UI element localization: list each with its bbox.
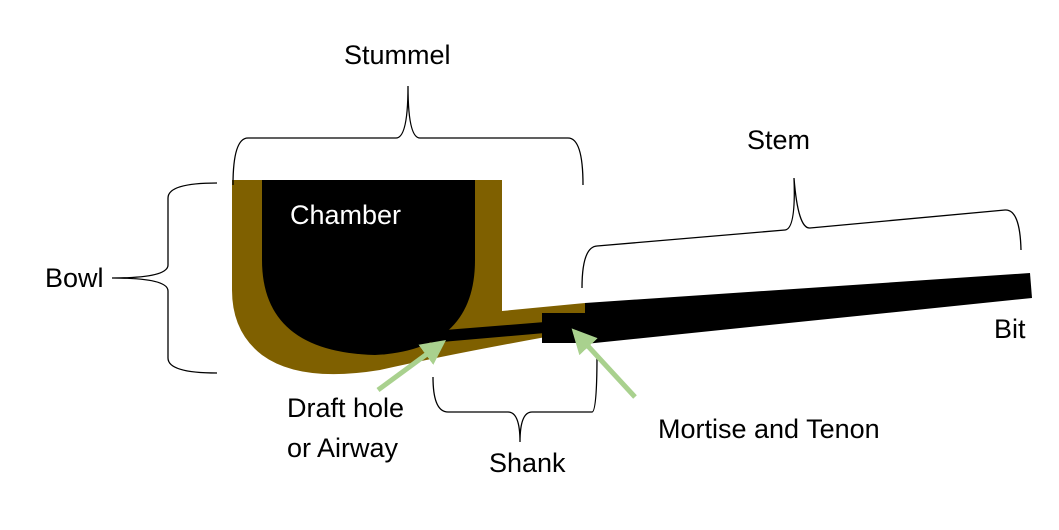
draft-hole-arrow xyxy=(376,340,447,393)
bowl-label: Bowl xyxy=(45,263,104,293)
bowl-brace xyxy=(111,182,218,374)
chamber-label: Chamber xyxy=(290,200,402,230)
shank-brace xyxy=(432,354,598,443)
chamber-shape xyxy=(262,180,475,355)
stem-label: Stem xyxy=(747,125,811,155)
airway-shape xyxy=(430,322,545,343)
mortise-tenon-arrow xyxy=(571,328,637,399)
draft-hole-label-line1: Draft hole xyxy=(287,393,405,423)
mortise-tenon-label: Mortise and Tenon xyxy=(658,414,880,444)
stummel-label: Stummel xyxy=(344,40,451,70)
stummel-brace xyxy=(232,85,584,186)
draft-hole-label-line2: or Airway xyxy=(287,433,399,463)
stem-brace xyxy=(581,177,1022,289)
shank-label: Shank xyxy=(489,448,566,478)
stem-shape xyxy=(585,273,1032,344)
bit-label: Bit xyxy=(994,314,1026,344)
